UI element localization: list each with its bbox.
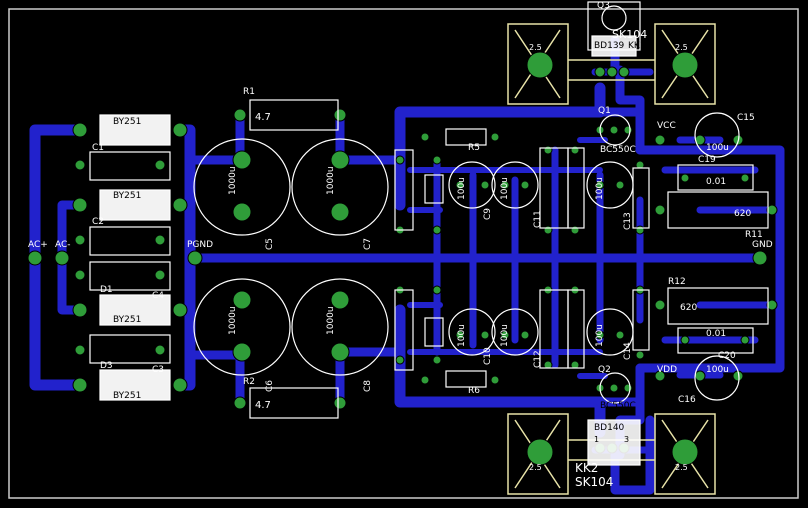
- label-pin1: 1: [594, 435, 599, 444]
- label-by251-4: BY251: [113, 391, 141, 401]
- label-c20: C20: [718, 351, 736, 361]
- label-r11: R11: [745, 230, 763, 240]
- label-c16: C16: [678, 395, 696, 405]
- label-by251-2: BY251: [113, 191, 141, 201]
- label-pin25-a: 2.5: [529, 43, 542, 52]
- label-c15: C15: [737, 113, 755, 123]
- label-by251-1: BY251: [113, 117, 141, 127]
- label-100u-4: 100u: [457, 324, 467, 347]
- label-c10: C10: [483, 347, 493, 365]
- label-pgnd: PGND: [187, 240, 213, 250]
- heatsink-ur: [654, 23, 716, 105]
- label-kk1: KK1: [628, 41, 646, 51]
- heatsink-lr: [654, 413, 716, 495]
- label-pin3: 3: [624, 435, 629, 444]
- label-430-b: 430: [455, 375, 470, 384]
- label-bd139: BD139: [594, 41, 625, 51]
- label-q3: Q3: [597, 1, 610, 11]
- label-bd140: BD140: [594, 423, 625, 433]
- label-acp: AC+: [28, 240, 48, 250]
- label-r5: R5: [468, 143, 480, 153]
- label-100u-3: 100u: [595, 177, 605, 200]
- label-c19: C19: [698, 155, 716, 165]
- label-r2: R2: [243, 377, 255, 387]
- label-gnd: GND: [752, 240, 773, 250]
- label-r6: R6: [468, 386, 480, 396]
- label-cap-c6: 1000u: [228, 306, 238, 335]
- label-pin25-c: 2.5: [529, 463, 542, 472]
- label-d3: D3: [100, 361, 113, 371]
- label-kk2: KK2: [575, 461, 598, 475]
- label-cap-c7: 1000u: [326, 166, 336, 195]
- label-c3: C3: [152, 365, 164, 375]
- label-100u-1: 100u: [457, 177, 467, 200]
- label-cap-c8: 1000u: [326, 306, 336, 335]
- label-by251-3: BY251: [113, 315, 141, 325]
- heatsink-ll: [507, 413, 569, 495]
- board-outline: [8, 8, 799, 499]
- label-001-1: 0.01: [706, 177, 726, 187]
- label-100u-6: 100u: [595, 324, 605, 347]
- label-620-2: 620: [680, 303, 697, 313]
- label-r1: R1: [243, 87, 255, 97]
- label-pin25-d: 2.5: [675, 463, 688, 472]
- label-d1: D1: [100, 285, 113, 295]
- label-c12: C12: [533, 350, 543, 368]
- label-c9: C9: [483, 208, 493, 220]
- heatsink-ul: [507, 23, 569, 105]
- label-100u-7: 100u: [706, 143, 729, 153]
- label-acm: AC-: [55, 240, 71, 250]
- label-sk104-2: SK104: [575, 475, 613, 489]
- label-430-a: 430: [455, 133, 470, 142]
- pads: [27, 51, 778, 466]
- label-c1: C1: [92, 143, 104, 153]
- label-bc550c-1: BC550C: [600, 145, 636, 155]
- silkscreen: [89, 1, 769, 466]
- labels: AC+ AC- PGND GND VCC VDD R1 R2 4.7 4.7 C…: [28, 1, 773, 489]
- label-sk104-1: SK104: [612, 28, 647, 41]
- label-c7: C7: [363, 238, 373, 250]
- label-c5: C5: [265, 238, 275, 250]
- label-pin25-b: 2.5: [675, 43, 688, 52]
- label-c13: C13: [623, 212, 633, 230]
- label-100u-2: 100u: [500, 177, 510, 200]
- copper-traces: [29, 35, 785, 495]
- label-001-2: 0.01: [706, 329, 726, 339]
- label-c14: C14: [623, 342, 633, 360]
- label-c6: C6: [265, 380, 275, 392]
- label-c11: C11: [533, 210, 543, 228]
- label-r1-val: 4.7: [255, 112, 271, 123]
- label-620-1: 620: [734, 209, 751, 219]
- label-c8: C8: [363, 380, 373, 392]
- label-cap-c5: 1000u: [228, 166, 238, 195]
- label-q1: Q1: [598, 106, 611, 116]
- label-q2: Q2: [598, 365, 611, 375]
- label-r2-val: 4.7: [255, 400, 271, 411]
- label-c4: C4: [152, 291, 164, 301]
- label-c2: C2: [92, 217, 104, 227]
- label-100u-8: 100u: [706, 365, 729, 375]
- label-bc550c-2: BC550C: [600, 401, 636, 411]
- label-r12: R12: [668, 277, 686, 287]
- label-vdd: VDD: [657, 365, 677, 375]
- label-100u-5: 100u: [500, 324, 510, 347]
- label-vcc: VCC: [657, 121, 676, 131]
